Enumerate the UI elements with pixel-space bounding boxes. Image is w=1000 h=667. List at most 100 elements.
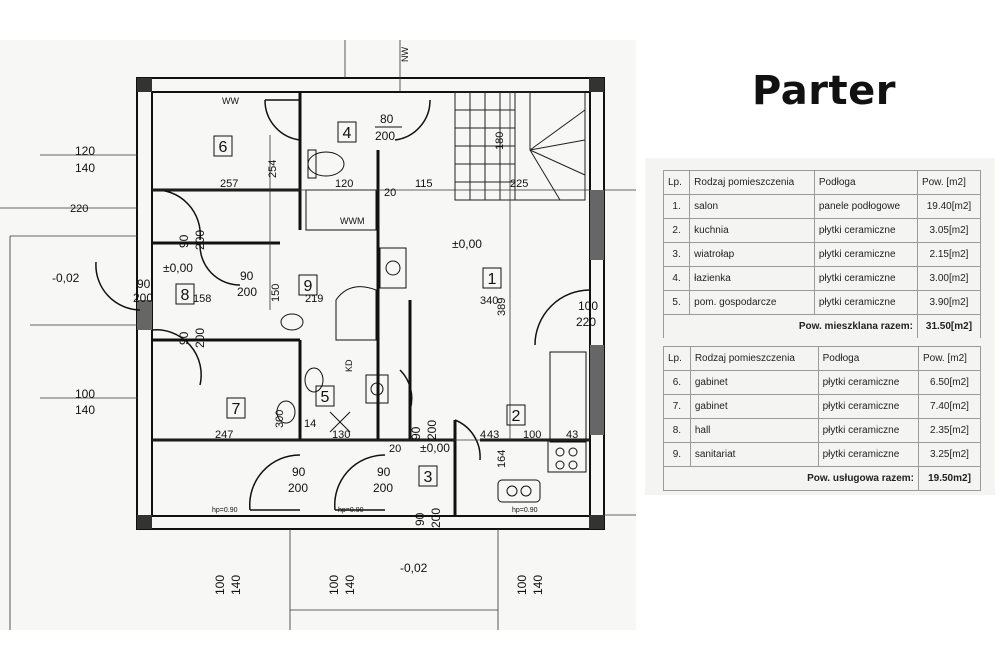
level-3: ±0,00 — [420, 441, 450, 455]
dimension-texts: 257 120 20 115 225 219 158 340 389 254 1… — [70, 132, 578, 468]
dim-115: 115 — [415, 178, 433, 190]
total-label: Pow. mieszklana razem: — [663, 314, 918, 339]
dim-219: 219 — [305, 293, 323, 305]
annotations: NW WW WWM KD hp=0.90 hp=0.90 hp=0.90 — [212, 47, 538, 514]
floor-plan-drawing: 1 2 3 4 5 6 7 8 9 257 120 20 115 225 219… — [0, 40, 636, 630]
total-value: 31.50[m2] — [916, 314, 982, 339]
cell-floor: płytki ceramiczne — [813, 290, 918, 315]
cell-lp: 2. — [662, 218, 691, 243]
dim-20: 20 — [384, 187, 396, 199]
dim-340: 340 — [480, 295, 498, 307]
cell-area: 3.25[m2] — [918, 442, 981, 467]
dim-130: 130 — [332, 429, 350, 441]
cell-area: 7.40[m2] — [918, 394, 981, 419]
dim-220: 220 — [70, 203, 88, 215]
living-area-table: Lp. Rodzaj pomieszczenia Podłoga Pow. [m… — [662, 170, 982, 339]
door-6-height: 200 — [193, 230, 207, 250]
table-total-row: Pow. mieszklana razem: 31.50[m2] — [663, 314, 982, 339]
cell-floor: płytki ceramiczne — [817, 442, 920, 467]
table-row: 4. łazienka płytki ceramiczne 3.00[m2] — [662, 266, 982, 291]
service-area-table-card: Lp. Rodzaj pomieszczenia Podłoga Pow. [m… — [645, 338, 995, 495]
cell-room: salon — [689, 194, 815, 219]
dim-180: 180 — [494, 132, 506, 150]
service-area-table: Lp. Rodzaj pomieszczenia Podłoga Pow. [m… — [663, 346, 981, 491]
cell-area: 3.00[m2] — [916, 266, 982, 291]
hp-tag-1: hp=0.90 — [212, 507, 238, 514]
table-total-row: Pow. usługowa razem: 19.50m2] — [663, 466, 981, 491]
window-7-height: 140 — [75, 403, 95, 417]
cell-room: sanitariat — [689, 442, 819, 467]
window-s1-height: 140 — [229, 575, 243, 595]
cell-room: hall — [689, 418, 819, 443]
door-9-height: 200 — [237, 285, 257, 299]
room-4-label: 4 — [343, 125, 352, 142]
dim-14: 14 — [304, 418, 316, 430]
door-3-width: 90 — [413, 512, 427, 526]
cell-floor: płytki ceramiczne — [813, 266, 918, 291]
cell-room: gabinet — [689, 394, 819, 419]
dim-225: 225 — [510, 178, 528, 190]
room-7-label: 7 — [232, 401, 241, 418]
cell-lp: 9. — [663, 442, 691, 467]
cell-area: 19.40[m2] — [916, 194, 982, 219]
cell-lp: 5. — [662, 290, 691, 315]
dim-4: 4 — [480, 429, 486, 441]
col-area: Pow. [m2] — [916, 170, 982, 195]
door-9-width: 90 — [240, 269, 254, 283]
door-3-height: 200 — [429, 508, 443, 528]
door-7-width: 90 — [292, 465, 306, 479]
dim-120: 120 — [335, 178, 353, 190]
cell-lp: 3. — [662, 242, 691, 267]
window-s3-width: 100 — [515, 575, 529, 595]
window-7-width: 100 — [75, 387, 95, 401]
cell-lp: 6. — [663, 370, 691, 395]
table-header-row: Lp. Rodzaj pomieszczenia Podłoga Pow. [m… — [663, 346, 981, 371]
dim-247: 247 — [215, 429, 233, 441]
cell-room: kuchnia — [689, 218, 815, 243]
col-floor: Podłoga — [817, 346, 920, 371]
col-lp: Lp. — [662, 170, 691, 195]
cell-area: 6.50[m2] — [918, 370, 981, 395]
dim-100: 100 — [523, 429, 541, 441]
cell-area: 3.90[m2] — [916, 290, 982, 315]
window-s3-height: 140 — [531, 575, 545, 595]
wall-hatch — [137, 78, 604, 529]
nw-tag: NW — [400, 47, 410, 62]
door-2-height: 200 — [425, 420, 439, 440]
cell-room: pom. gospodarcze — [689, 290, 815, 315]
total-label: Pow. usługowa razem: — [663, 466, 919, 491]
room-2-label: 2 — [512, 408, 521, 425]
window-1-height: 220 — [576, 315, 596, 329]
door-8-height: 200 — [133, 291, 153, 305]
cell-room: gabinet — [689, 370, 819, 395]
table-row: 5. pom. gospodarcze płytki ceramiczne 3.… — [662, 290, 982, 315]
cell-floor: panele podłogowe — [813, 194, 918, 219]
door-5-width: 90 — [377, 465, 391, 479]
hp-tag-2: hp=0.90 — [338, 507, 364, 514]
room-9-label: 9 — [304, 278, 313, 295]
table-row: 7. gabinet płytki ceramiczne 7.40[m2] — [663, 394, 981, 419]
dim-300: 300 — [274, 410, 286, 428]
cell-room: wiatrołap — [689, 242, 815, 267]
level-terrace: -0,02 — [52, 271, 80, 285]
level-marks: ±0,00 ±0,00 ±0,00 -0,02 -0,02 — [52, 237, 482, 575]
room-1-label: 1 — [488, 271, 497, 288]
opening-4-height: 200 — [375, 129, 395, 143]
cell-lp: 8. — [663, 418, 691, 443]
level-outside: -0,02 — [400, 561, 428, 575]
door-7-height: 200 — [288, 481, 308, 495]
cell-room: łazienka — [689, 266, 815, 291]
window-s2-width: 100 — [327, 575, 341, 595]
col-floor: Podłoga — [813, 170, 918, 195]
dim-43: 43 — [566, 429, 578, 441]
dim-389: 389 — [496, 298, 508, 316]
table-row: 3. wiatrołap płytki ceramiczne 2.15[m2] — [662, 242, 982, 267]
cell-area: 2.35[m2] — [918, 418, 981, 443]
door-swings — [95, 99, 591, 511]
table-row: 2. kuchnia płytki ceramiczne 3.05[m2] — [662, 218, 982, 243]
door-5-height: 200 — [373, 481, 393, 495]
dim-158: 158 — [193, 293, 211, 305]
dimension-lines — [0, 40, 636, 630]
cell-area: 3.05[m2] — [916, 218, 982, 243]
col-area: Pow. [m2] — [918, 346, 981, 371]
